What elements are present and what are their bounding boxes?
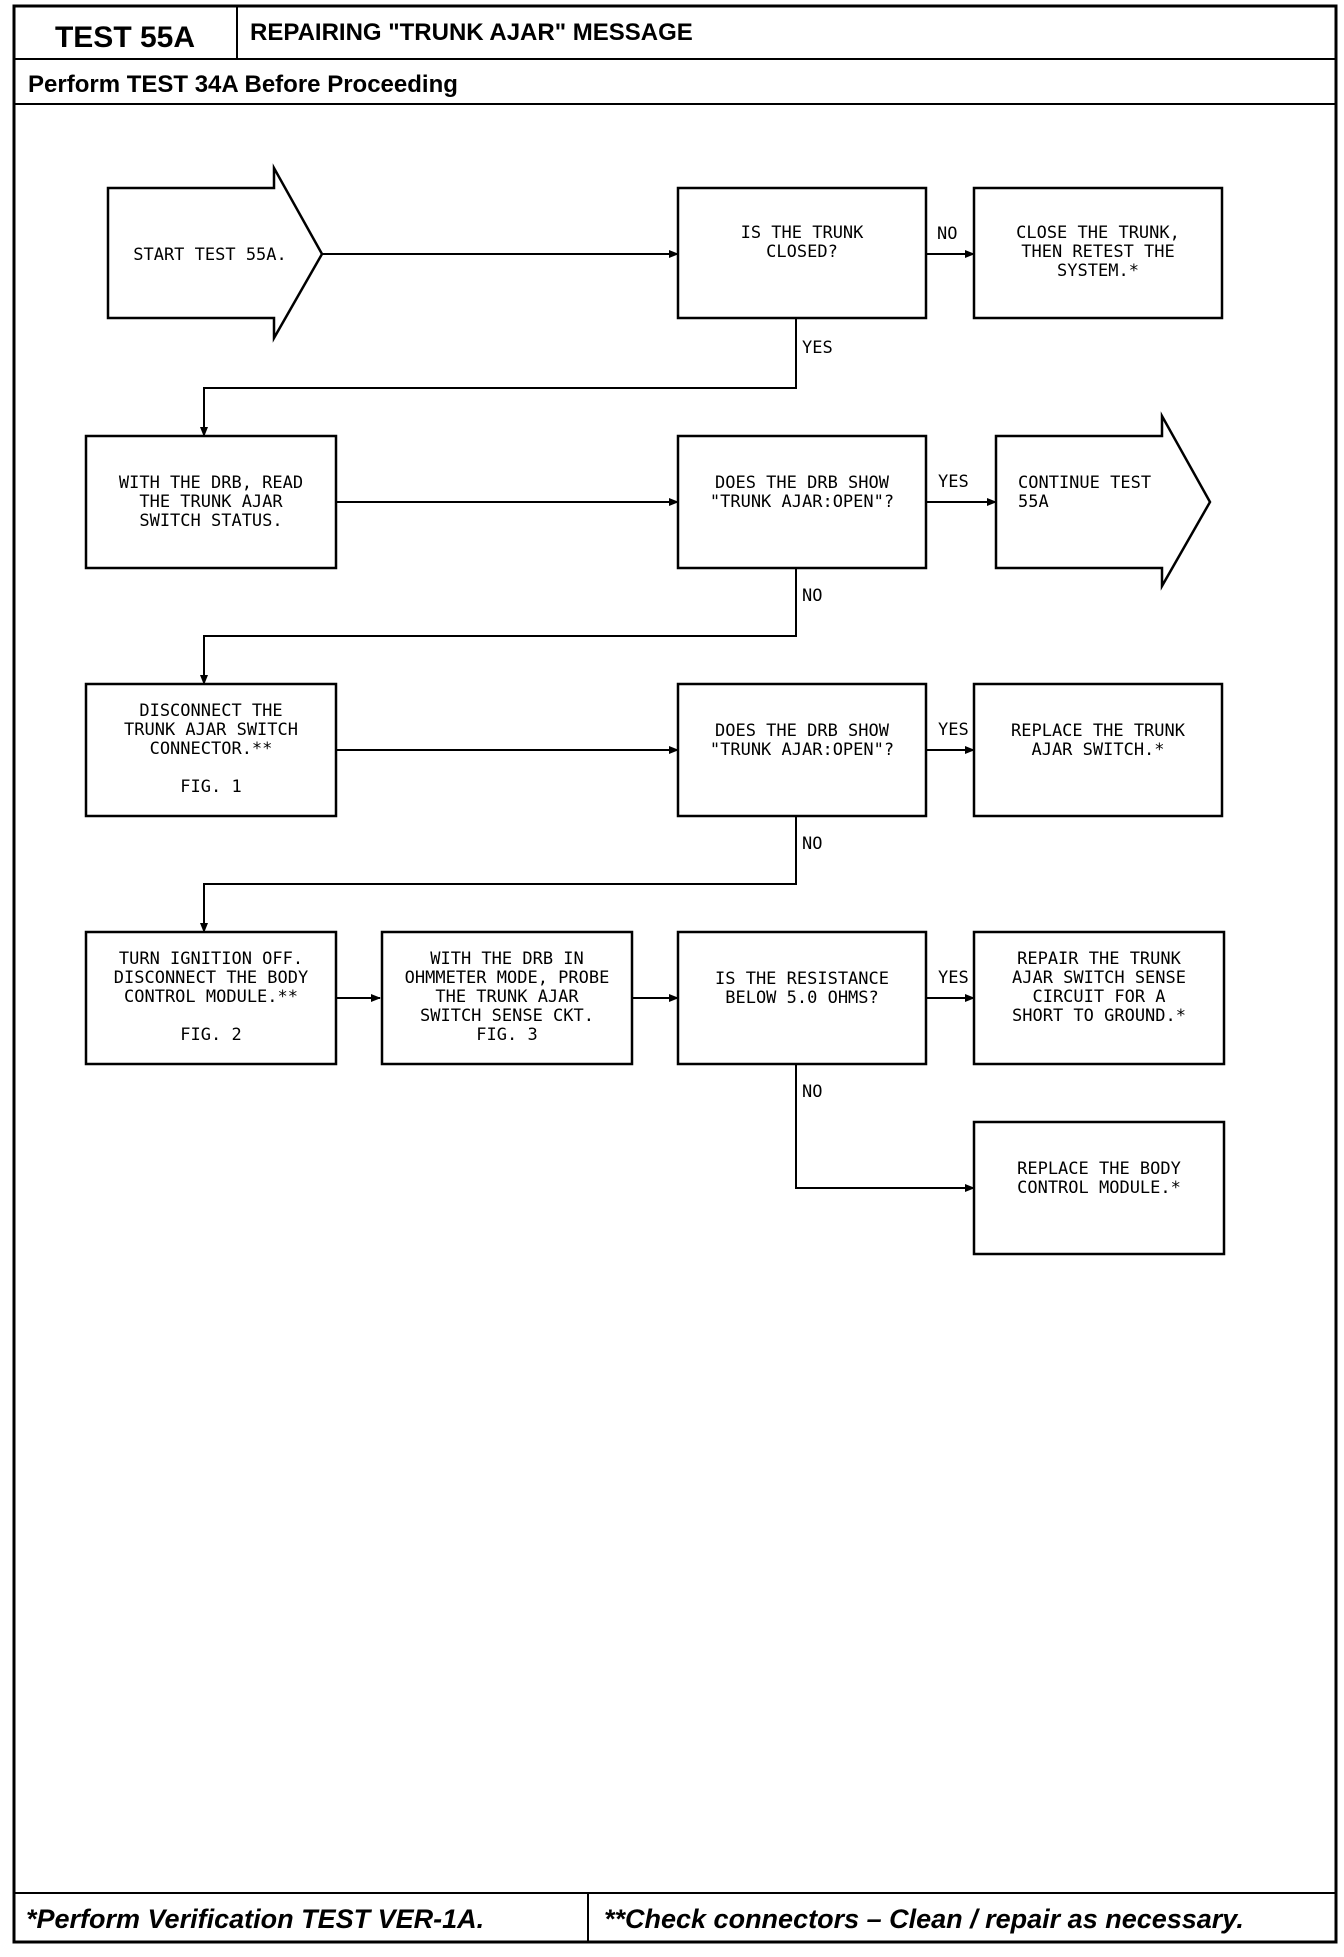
label-yes-open-1: YES <box>938 472 969 492</box>
ohmmeter-text-line: FIG. 3 <box>476 1025 537 1045</box>
q-trunk-closed-text-line: IS THE TRUNK <box>741 223 865 243</box>
label-yes-resistance: YES <box>938 968 969 988</box>
read-status-text-line: WITH THE DRB, READ <box>119 473 303 493</box>
q-resistance-text-line: IS THE RESISTANCE <box>715 969 889 989</box>
start-text-line: START TEST 55A. <box>133 245 287 265</box>
repair-circuit-text-line: SHORT TO GROUND.* <box>1012 1006 1186 1026</box>
ohmmeter-text-line: WITH THE DRB IN <box>430 949 584 969</box>
close-trunk-text-line: CLOSE THE TRUNK, <box>1016 223 1180 243</box>
disconnect-switch-text-line: DISCONNECT THE <box>139 701 282 721</box>
replace-bcm-text-line: REPLACE THE BODY <box>1017 1159 1181 1179</box>
footer-verification-note: *Perform Verification TEST VER-1A. <box>26 1904 484 1934</box>
disconnect-switch-text-line: CONNECTOR.** <box>150 739 273 759</box>
label-no-open-1: NO <box>802 586 822 606</box>
q-show-open-2-text-line: "TRUNK AJAR:OPEN"? <box>710 740 894 760</box>
ohmmeter-text-line: OHMMETER MODE, PROBE <box>405 968 610 988</box>
repair-circuit-box <box>972 930 1226 1066</box>
label-yes-open-2: YES <box>938 720 969 740</box>
q-trunk-closed-text-line: CLOSED? <box>766 242 838 262</box>
replace-bcm-text-line: CONTROL MODULE.* <box>1017 1178 1181 1198</box>
q-resistance-text-line: BELOW 5.0 OHMS? <box>725 988 879 1008</box>
connector-q4-no <box>795 1064 975 1192</box>
close-trunk-text-line: SYSTEM.* <box>1057 261 1139 281</box>
q-show-open-2-text-line: DOES THE DRB SHOW <box>715 721 890 741</box>
q-show-open-1-text-line: DOES THE DRB SHOW <box>715 473 890 493</box>
connectors <box>200 250 997 1192</box>
continue-text-line: 55A <box>1018 492 1049 512</box>
prerequisite-note: Perform TEST 34A Before Proceeding <box>28 71 458 98</box>
label-no-open-2: NO <box>802 834 822 854</box>
label-no-closed: NO <box>937 224 957 244</box>
ignition-off-box <box>84 930 338 1066</box>
q-show-open-1-text-line: "TRUNK AJAR:OPEN"? <box>710 492 894 512</box>
replace-switch-text-line: AJAR SWITCH.* <box>1031 740 1164 760</box>
start-arrow <box>106 163 324 343</box>
page-border <box>12 4 1338 1944</box>
read-status-text-line: THE TRUNK AJAR <box>139 492 283 512</box>
repair-circuit-text-line: AJAR SWITCH SENSE <box>1012 968 1186 988</box>
read-status-box <box>84 434 338 570</box>
ignition-off-text-line: DISCONNECT THE BODY <box>114 968 308 988</box>
continue-arrow <box>994 411 1212 591</box>
ohmmeter-box <box>380 930 634 1066</box>
replace-bcm-box <box>972 1120 1226 1256</box>
test-id: TEST 55A <box>55 21 195 54</box>
repair-circuit-text-line: CIRCUIT FOR A <box>1032 987 1165 1007</box>
connector-q2-no <box>200 568 797 685</box>
read-status-text-line: SWITCH STATUS. <box>139 511 282 531</box>
close-trunk-box <box>972 186 1224 320</box>
ohmmeter-text-line: SWITCH SENSE CKT. <box>420 1006 594 1026</box>
close-trunk-text-line: THEN RETEST THE <box>1021 242 1175 262</box>
ignition-off-text-line: TURN IGNITION OFF. <box>119 949 303 969</box>
footer-connector-note: **Check connectors – Clean / repair as n… <box>604 1904 1244 1934</box>
ignition-off-text-line: FIG. 2 <box>180 1025 241 1045</box>
disconnect-switch-box <box>84 682 338 818</box>
disconnect-switch-text-line: TRUNK AJAR SWITCH <box>124 720 298 740</box>
replace-switch-box <box>972 682 1224 818</box>
repair-circuit-text-line: REPAIR THE TRUNK <box>1017 949 1182 969</box>
connector-q3-no <box>200 816 797 933</box>
q-show-open-2-box <box>676 682 928 818</box>
q-resistance-box <box>676 930 928 1066</box>
q-show-open-1-box <box>676 434 928 570</box>
ignition-off-text-line: CONTROL MODULE.** <box>124 987 298 1007</box>
continue-text-line: CONTINUE TEST <box>1018 473 1151 493</box>
q-trunk-closed-box <box>676 186 928 320</box>
disconnect-switch-text-line: FIG. 1 <box>180 777 241 797</box>
connector-q1-yes <box>200 318 797 437</box>
label-yes-closed: YES <box>802 338 833 358</box>
ohmmeter-text-line: THE TRUNK AJAR <box>435 987 579 1007</box>
replace-switch-text-line: REPLACE THE TRUNK <box>1011 721 1186 741</box>
page-title: REPAIRING "TRUNK AJAR" MESSAGE <box>250 19 693 46</box>
label-no-resistance: NO <box>802 1082 822 1102</box>
